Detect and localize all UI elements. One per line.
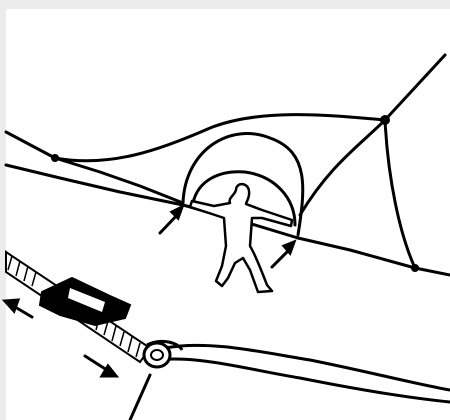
tent-lower-floor-edge — [165, 345, 450, 390]
ratchet-strap-icon — [6, 252, 182, 367]
anchor-point-left — [51, 154, 59, 162]
tent-right-wall — [385, 120, 415, 268]
anchor-point-top-right — [380, 115, 390, 125]
anchor-point-right — [411, 264, 419, 272]
tent-floor-right-edge — [298, 238, 450, 275]
person-figure — [190, 184, 292, 292]
tent-back-slope — [300, 120, 385, 215]
tent-floor-top-edge-left — [6, 132, 183, 203]
tent-canopy-right — [385, 55, 445, 120]
arrow-icon-right-door-head — [284, 242, 294, 253]
arrow-icon-strap-left-head — [5, 300, 18, 311]
arrow-icon-left-door-head — [172, 207, 182, 218]
tent-canopy-left — [55, 115, 385, 161]
tent-lower-left-edge — [130, 375, 150, 420]
